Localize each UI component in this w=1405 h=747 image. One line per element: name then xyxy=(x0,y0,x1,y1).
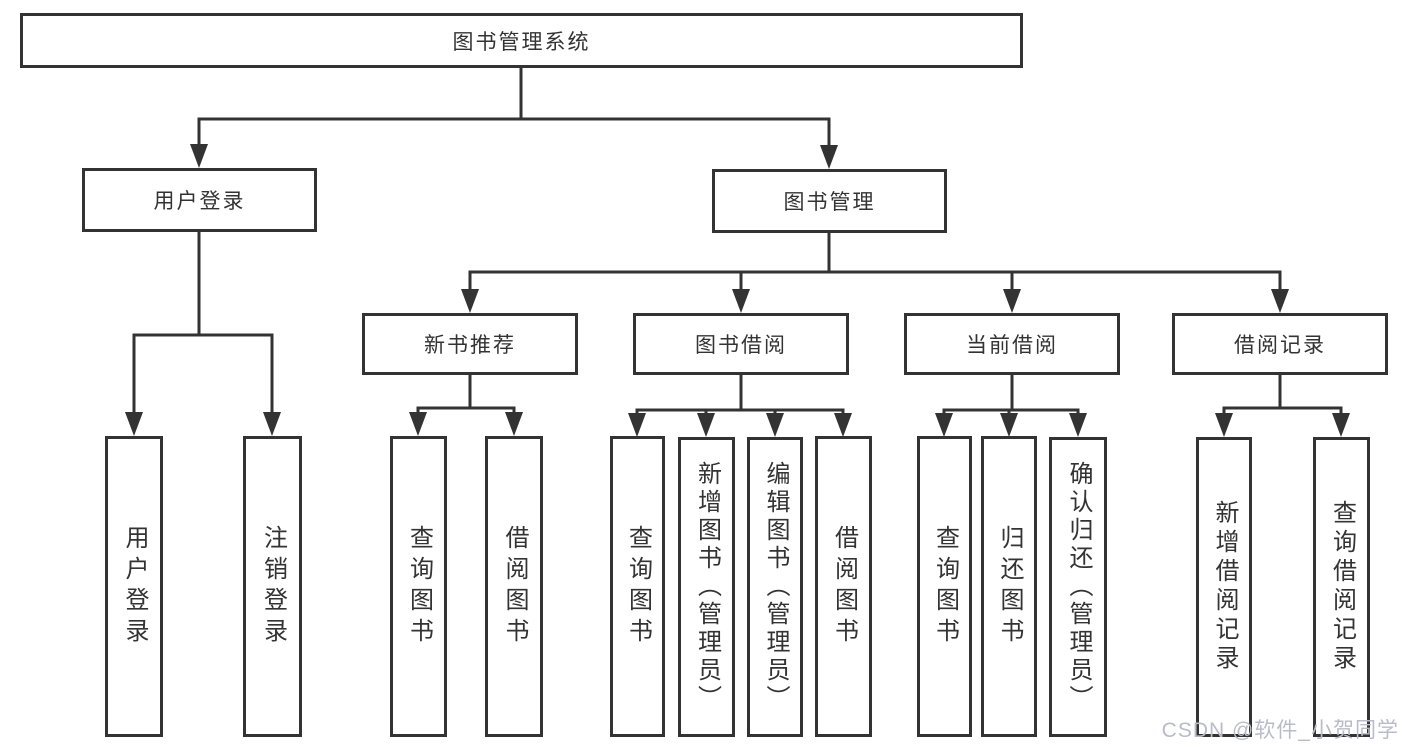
leaf-borrow-edit-admin-label: 编辑图书（管理员） xyxy=(762,461,789,713)
leaf-current-query-label: 查询图书 xyxy=(931,524,959,649)
leaf-newbooks-query: 查询图书 xyxy=(390,436,447,737)
leaf-borrow-edit-admin: 编辑图书（管理员） xyxy=(747,437,803,737)
node-new-book-recommend: 新书推荐 xyxy=(362,313,578,375)
leaf-current-confirm-admin-label: 确认归还（管理员） xyxy=(1065,461,1092,713)
leaf-user-login-label: 用户登录 xyxy=(121,524,148,649)
leaf-newbooks-query-label: 查询图书 xyxy=(405,524,433,649)
leaf-borrow-add-admin-label: 新增图书（管理员） xyxy=(693,461,721,713)
leaf-borrow-borrow: 借阅图书 xyxy=(815,436,872,737)
leaf-borrow-borrow-label: 借阅图书 xyxy=(830,524,858,649)
leaf-borrow-query: 查询图书 xyxy=(610,436,665,737)
leaf-current-query: 查询图书 xyxy=(917,436,972,737)
leaf-borrow-query-label: 查询图书 xyxy=(624,524,652,649)
node-user-login: 用户登录 xyxy=(82,168,317,232)
node-book-borrow: 图书借阅 xyxy=(633,313,849,375)
leaf-user-login: 用户登录 xyxy=(105,436,163,737)
leaf-logout-label: 注销登录 xyxy=(259,524,287,649)
leaf-records-add-label: 新增借阅记录 xyxy=(1211,500,1238,674)
node-current-borrow: 当前借阅 xyxy=(904,313,1120,375)
node-borrow-records: 借阅记录 xyxy=(1172,313,1388,375)
leaf-current-return-label: 归还图书 xyxy=(996,524,1023,649)
leaf-records-query: 查询借阅记录 xyxy=(1313,437,1370,737)
leaf-newbooks-borrow: 借阅图书 xyxy=(485,436,543,737)
leaf-current-return: 归还图书 xyxy=(981,436,1037,737)
leaf-records-add: 新增借阅记录 xyxy=(1196,437,1252,737)
node-root-system: 图书管理系统 xyxy=(20,13,1023,68)
leaf-borrow-add-admin: 新增图书（管理员） xyxy=(678,437,735,737)
node-book-management: 图书管理 xyxy=(712,169,947,233)
leaf-newbooks-borrow-label: 借阅图书 xyxy=(501,524,528,649)
leaf-current-confirm-admin: 确认归还（管理员） xyxy=(1049,437,1107,737)
leaf-records-query-label: 查询借阅记录 xyxy=(1328,500,1356,674)
leaf-logout: 注销登录 xyxy=(243,436,302,737)
csdn-watermark: CSDN @软件_小贺同学 xyxy=(1161,719,1399,742)
